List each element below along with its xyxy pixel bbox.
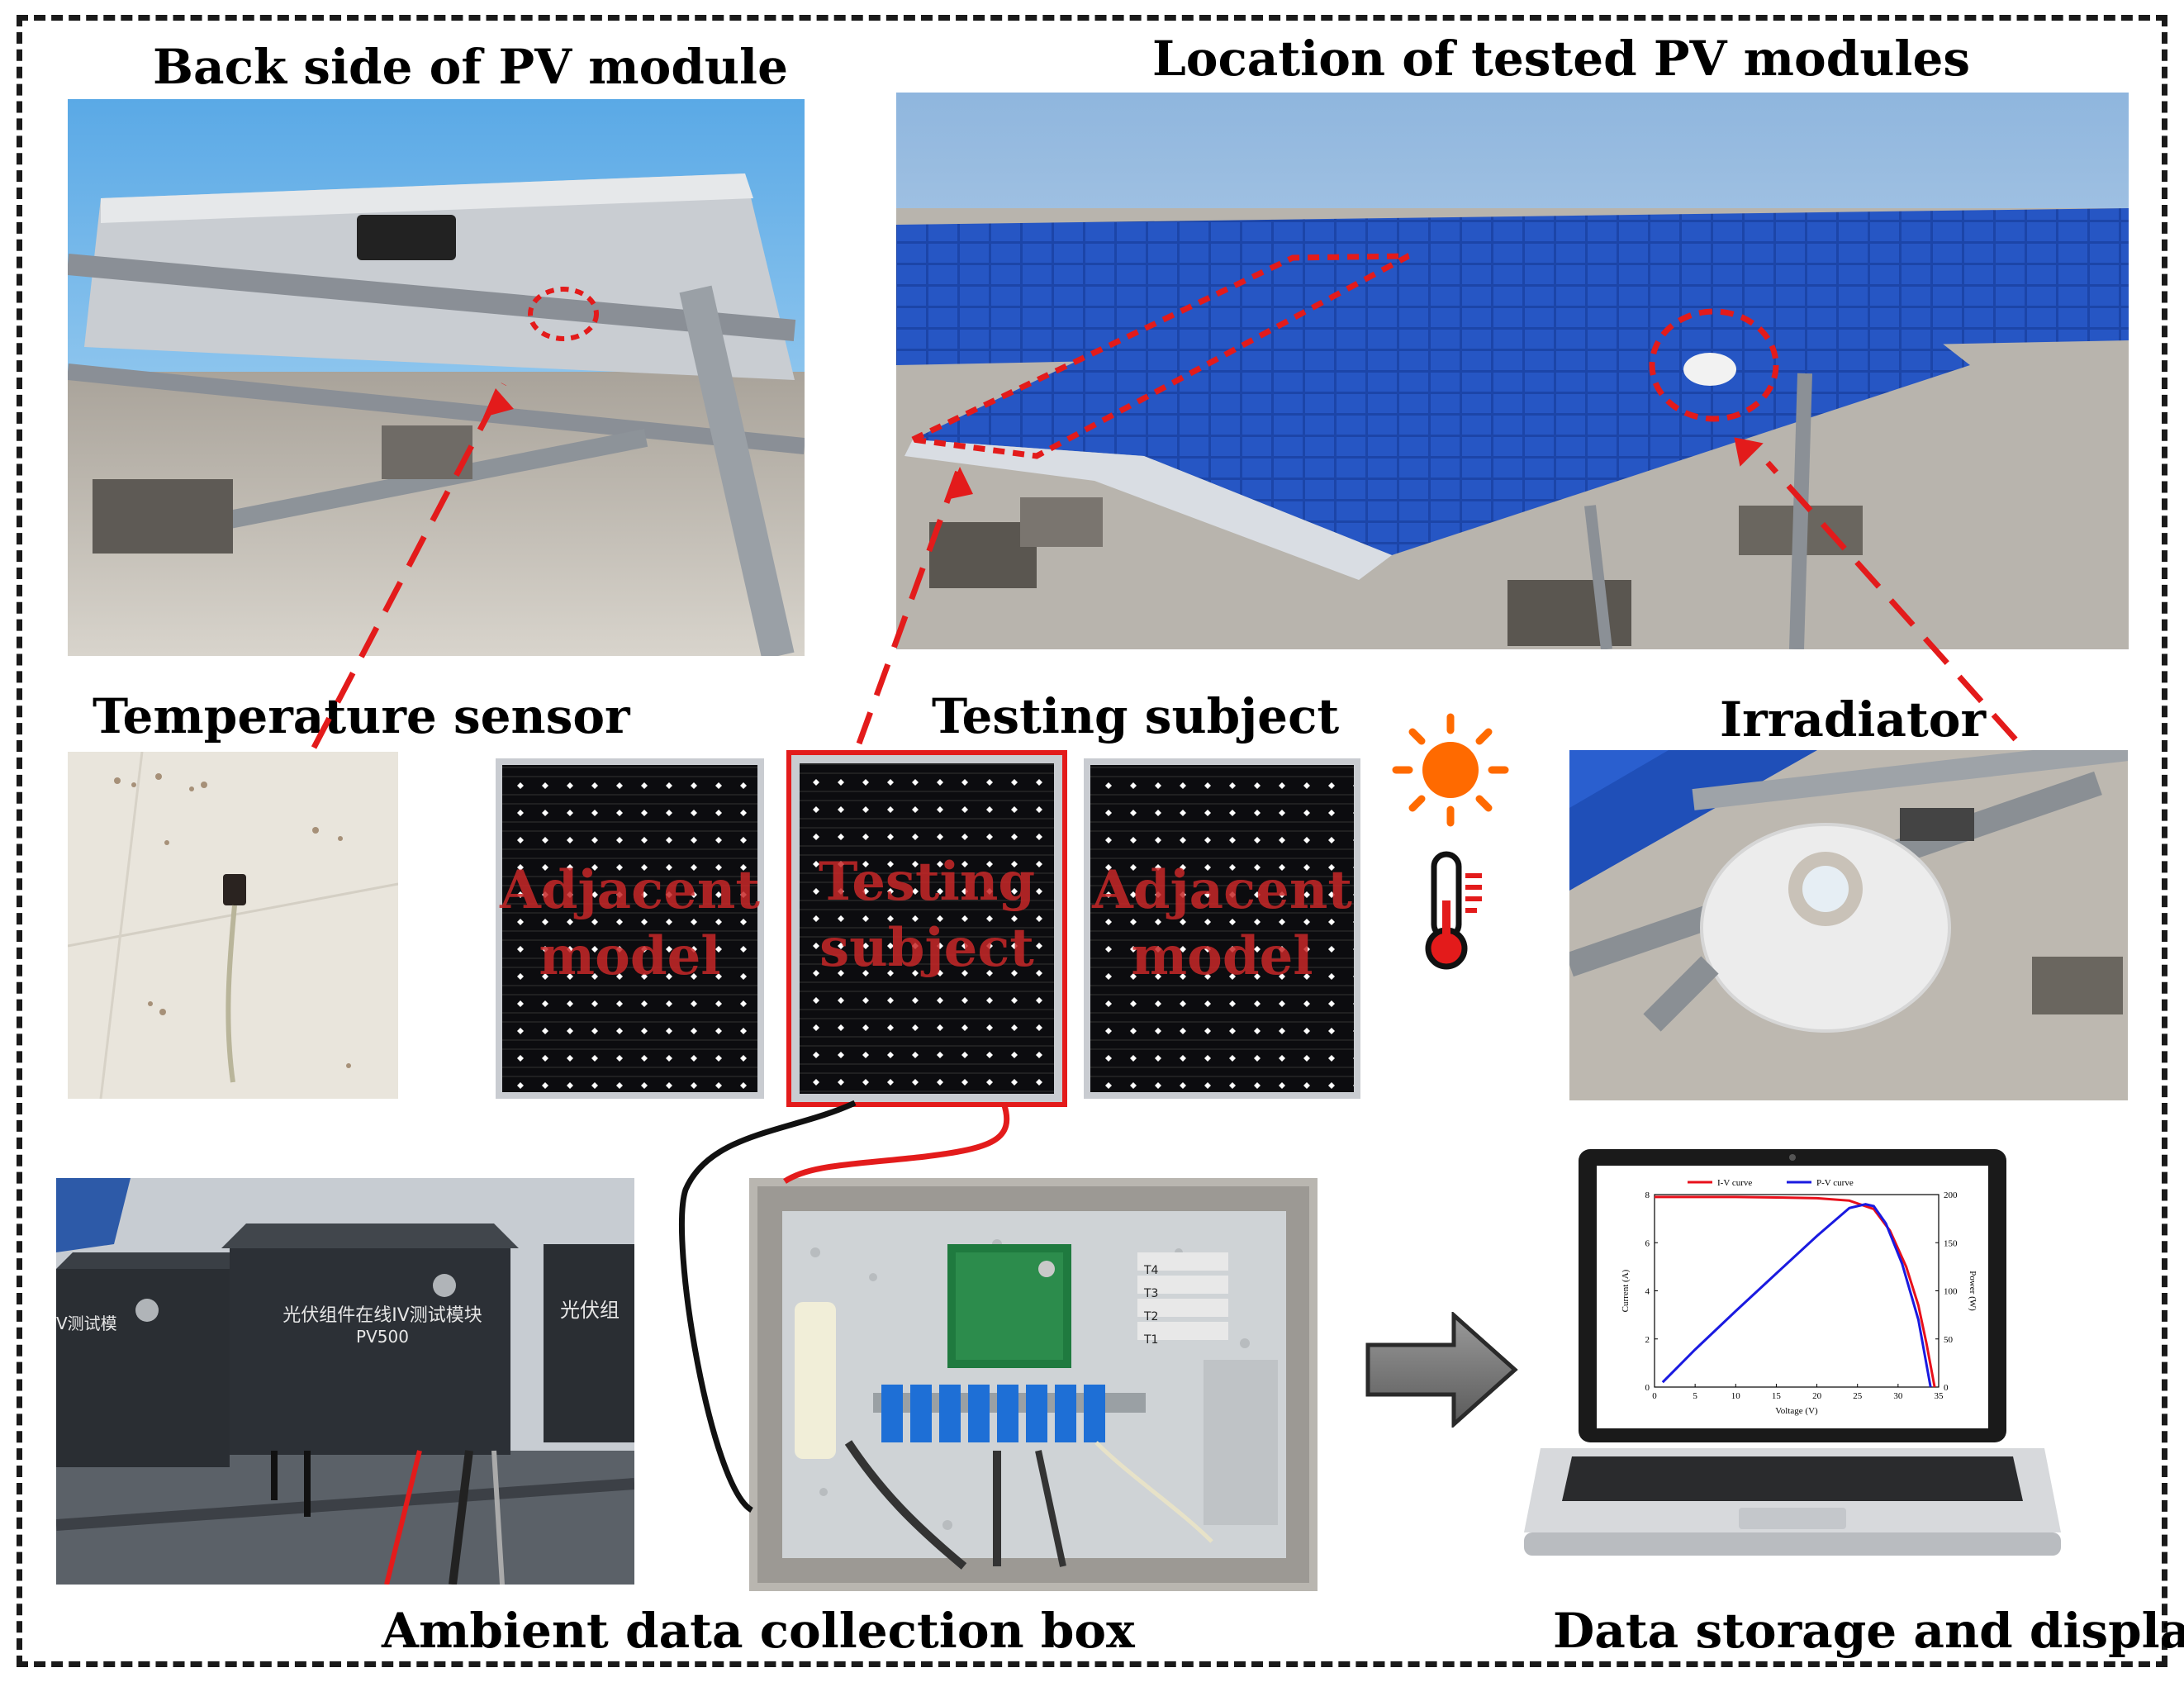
caption-data-storage: Data storage and display — [1553, 1603, 2184, 1659]
y2-tick-label: 50 — [1944, 1335, 1954, 1345]
series-line-iv — [1655, 1195, 1936, 1388]
legend-label: P-V curve — [1816, 1178, 1854, 1188]
y2-axis-label: Power (W) — [1968, 1271, 1977, 1311]
device-label-line1: 光伏组件在线IV测试模块 — [282, 1305, 482, 1326]
box-label-t1: T1 — [1144, 1333, 1159, 1347]
x-tick-label: 35 — [1935, 1391, 1944, 1401]
y-tick-label: 2 — [1645, 1335, 1650, 1345]
panel-label-line1: Testing — [818, 851, 1036, 913]
collection-box-photo: T4 T3 T2 T1 — [749, 1178, 1318, 1591]
panel-label-line1: Adjacent — [1092, 859, 1352, 921]
device-label-left-partial: V测试模 — [56, 1314, 117, 1333]
caption-temperature-sensor: Temperature sensor — [93, 688, 630, 744]
caption-location: Location of tested PV modules — [1152, 31, 1971, 87]
y2-tick-label: 100 — [1944, 1287, 1958, 1297]
thermometer-icon — [1425, 851, 1482, 970]
panel-label-line1: Adjacent — [500, 859, 760, 921]
location-photo — [896, 93, 2129, 649]
series-line-pv — [1661, 1203, 1932, 1388]
x-tick-label: 20 — [1812, 1391, 1822, 1401]
y2-tick-label: 150 — [1944, 1238, 1958, 1248]
y-tick-label: 6 — [1645, 1238, 1650, 1248]
back-side-photo — [68, 99, 805, 656]
box-label-t2: T2 — [1144, 1310, 1159, 1323]
caption-ambient-box: Ambient data collection box — [382, 1603, 1135, 1659]
y2-tick-label: 200 — [1944, 1190, 1958, 1200]
y-axis-label: Current (A) — [1621, 1269, 1631, 1312]
legend-label: I-V curve — [1717, 1178, 1752, 1188]
box-label-t4: T4 — [1144, 1264, 1159, 1277]
panel-label-line2: model — [539, 925, 721, 987]
box-label-t3: T3 — [1144, 1287, 1159, 1300]
iv-device-photo: 光伏组件在线IV测试模块 PV500 V测试模 光伏组 — [56, 1178, 634, 1585]
x-tick-label: 10 — [1731, 1391, 1741, 1401]
x-tick-label: 0 — [1652, 1391, 1657, 1401]
dashed-frame — [17, 15, 2167, 1667]
x-tick-label: 25 — [1853, 1391, 1863, 1401]
y-tick-label: 0 — [1645, 1383, 1650, 1393]
panel-label-line2: subject — [819, 917, 1034, 979]
panel-label-line2: model — [1131, 925, 1313, 987]
x-tick-label: 30 — [1893, 1391, 1903, 1401]
x-tick-label: 15 — [1772, 1391, 1782, 1401]
device-label-right-partial: 光伏组 — [560, 1299, 620, 1322]
temperature-sensor-photo — [68, 752, 398, 1099]
y-tick-label: 8 — [1645, 1190, 1650, 1200]
x-axis-label: Voltage (V) — [1775, 1406, 1818, 1416]
caption-back-side: Back side of PV module — [153, 39, 788, 95]
caption-testing-subject: Testing subject — [932, 688, 1340, 744]
device-label-line2: PV500 — [356, 1327, 409, 1347]
sun-icon — [1392, 713, 1509, 827]
x-tick-label: 5 — [1693, 1391, 1697, 1401]
arrow-right-icon — [1365, 1312, 1518, 1428]
y2-tick-label: 0 — [1944, 1383, 1949, 1393]
irradiator-photo — [1569, 750, 2128, 1100]
caption-irradiator: Irradiator — [1720, 691, 1987, 748]
plot-frame — [1654, 1194, 1939, 1388]
y-tick-label: 4 — [1645, 1287, 1650, 1297]
laptop-icon — [1524, 1149, 2061, 1556]
